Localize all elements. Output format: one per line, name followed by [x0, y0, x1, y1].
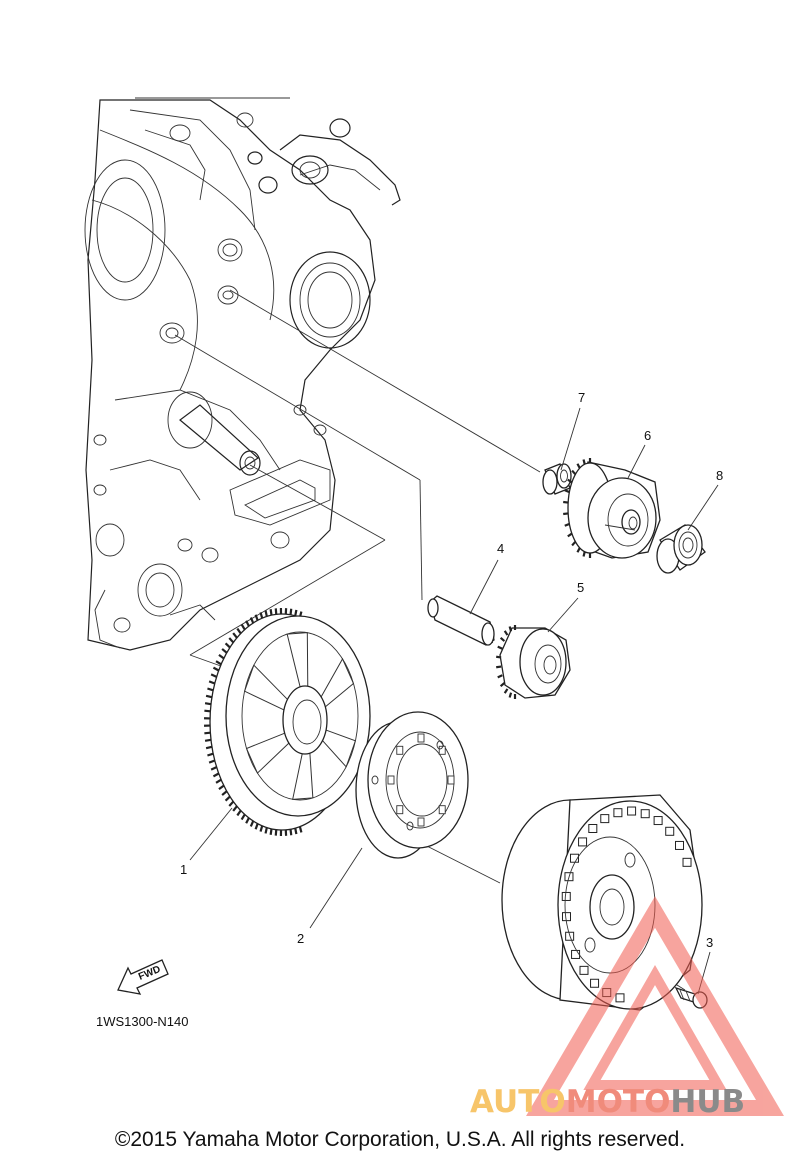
callout-4: 4: [497, 541, 504, 556]
figure-code: 1WS1300-N140: [96, 1014, 189, 1029]
part-2-starter-clutch: [356, 712, 468, 858]
fwd-arrow: FWD: [118, 960, 168, 994]
part-8-ball-bearing: [657, 525, 705, 573]
watermark-moto: MOTO: [566, 1084, 671, 1120]
callout-2: 2: [297, 931, 304, 946]
callout-7: 7: [578, 390, 585, 405]
callout-1: 1: [180, 862, 187, 877]
callout-3: 3: [706, 935, 713, 950]
part-3-rotor: [502, 795, 702, 1010]
watermark-auto: AUTO: [470, 1084, 566, 1120]
part-5-small-gear: [496, 625, 570, 699]
part-7-needle-bearing: [543, 464, 571, 494]
watermark-text: AUTOMOTOHUB: [470, 1084, 745, 1120]
part-1-starter-wheel-gear: [204, 608, 370, 836]
part-6-idler-gear: [563, 458, 660, 558]
callout-8: 8: [716, 468, 723, 483]
part-4-shaft: [428, 596, 494, 645]
callout-6: 6: [644, 428, 651, 443]
watermark-hub: HUB: [670, 1084, 745, 1120]
copyright-footer: ©2015 Yamaha Motor Corporation, U.S.A. A…: [0, 1128, 800, 1152]
callout-5: 5: [577, 580, 584, 595]
